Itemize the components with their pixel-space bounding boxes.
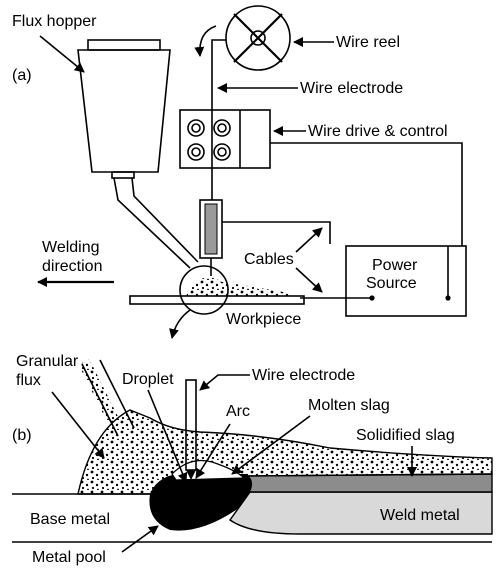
control-cable bbox=[270, 142, 463, 246]
welding-direction-label-1: Welding bbox=[42, 239, 100, 256]
metal-pool bbox=[149, 473, 253, 531]
granular-flux-label-1: Granular bbox=[16, 353, 79, 370]
solidified-slag-band bbox=[238, 473, 493, 493]
wire-electrode-label-a: Wire electrode bbox=[300, 80, 403, 97]
weld-metal-region bbox=[229, 491, 493, 535]
panel-a: Flux hopper (a) Wire reel Wire electrode bbox=[12, 5, 467, 339]
detail-arrow bbox=[169, 309, 191, 339]
metal-pool-label: Metal pool bbox=[32, 549, 106, 566]
base-metal-label: Base metal bbox=[30, 511, 110, 528]
torch bbox=[199, 199, 223, 276]
wire-reel-label: Wire reel bbox=[336, 34, 400, 51]
workpiece-plate bbox=[129, 295, 305, 305]
arc-arrow bbox=[195, 423, 231, 479]
metal-pool-arrow bbox=[121, 525, 159, 553]
molten-slag-label: Molten slag bbox=[308, 397, 390, 414]
granular-flux-arrow bbox=[51, 391, 105, 459]
panel-b: (b) Granular flux Droplet Wire electrode… bbox=[12, 353, 493, 566]
wire-reel bbox=[225, 5, 291, 71]
droplet-arrow bbox=[147, 389, 188, 483]
cables-arrow-1 bbox=[295, 227, 323, 253]
welding-direction-label-2: direction bbox=[42, 258, 102, 275]
panel-b-label: (b) bbox=[12, 427, 32, 444]
solidified-slag-label: Solidified slag bbox=[356, 427, 455, 444]
reel-rotation-arrow bbox=[194, 25, 217, 57]
power-source-box bbox=[345, 245, 467, 317]
panel-a-label: (a) bbox=[12, 67, 32, 84]
molten-slag-arrow bbox=[231, 415, 311, 475]
detail-circle bbox=[179, 265, 229, 315]
wire-electrode-label-b: Wire electrode bbox=[252, 367, 355, 384]
wire-drive-label: Wire drive & control bbox=[308, 123, 448, 140]
arc-label: Arc bbox=[226, 403, 250, 420]
droplet-label: Droplet bbox=[122, 371, 174, 388]
granular-flux-label-2: flux bbox=[16, 372, 41, 389]
torch-cable bbox=[222, 221, 331, 244]
cables-label: Cables bbox=[244, 251, 294, 268]
workpiece-label: Workpiece bbox=[226, 311, 301, 328]
wire-drive bbox=[179, 109, 271, 169]
flux-hopper bbox=[77, 39, 199, 269]
wire-electrode-line bbox=[211, 39, 226, 200]
power-source-label-1: Power bbox=[372, 257, 418, 274]
flux-hopper-arrow bbox=[39, 35, 85, 73]
flux-heap bbox=[186, 277, 294, 296]
flux-hopper-label: Flux hopper bbox=[12, 13, 97, 30]
wire-electrode-arrow-b bbox=[199, 374, 250, 391]
power-source-label-2: Source bbox=[366, 275, 417, 292]
weld-metal-label: Weld metal bbox=[380, 507, 460, 524]
cables-arrow-2 bbox=[295, 267, 323, 293]
